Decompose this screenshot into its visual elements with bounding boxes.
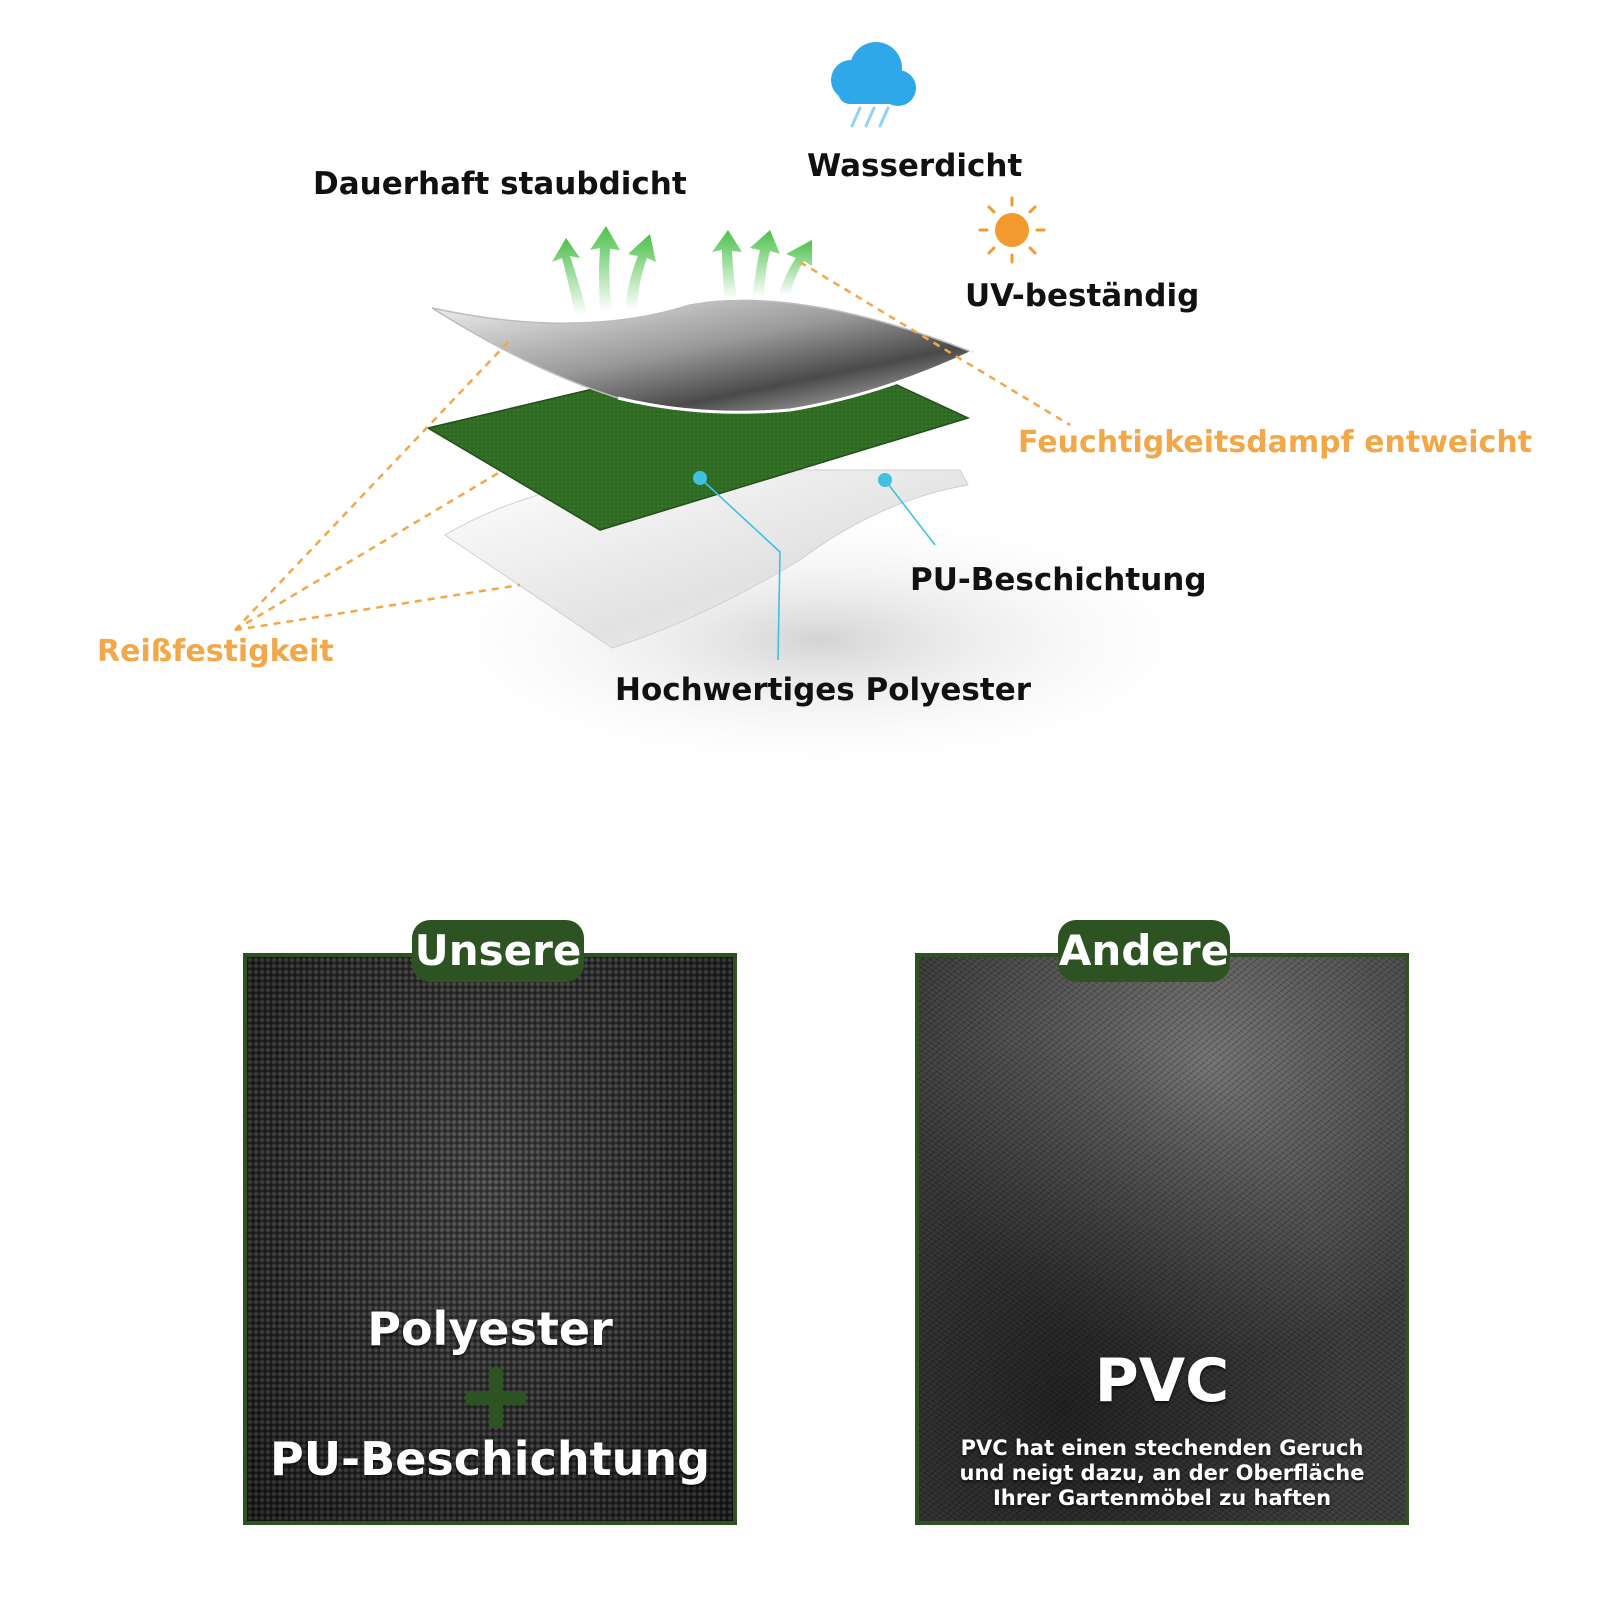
vapor-label: Feuchtigkeitsdampf entweicht <box>1018 425 1533 460</box>
up-arrow-icon <box>552 226 812 315</box>
tear-strength-leaders <box>234 339 521 632</box>
our-fabric-badge: Unsere <box>412 920 584 982</box>
plus-icon <box>466 1368 526 1428</box>
our-fabric-line1: Polyester <box>367 1302 613 1356</box>
tear-strength-label: Reißfestigkeit <box>97 634 334 669</box>
waterproof-label: Wasserdicht <box>807 148 1023 184</box>
other-fabric-panel <box>915 953 1409 1525</box>
uv-resistant-label: UV-beständig <box>965 278 1200 314</box>
other-fabric-description: PVC hat einen stechenden Geruch und neig… <box>959 1436 1365 1510</box>
other-fabric-title: PVC <box>1094 1346 1230 1416</box>
our-fabric-line2: PU-Beschichtung <box>269 1432 710 1486</box>
polyester-pointer <box>693 471 781 661</box>
pu-coating-pointer <box>878 473 936 546</box>
pu-coating-label: PU-Beschichtung <box>910 562 1207 598</box>
sun-icon <box>978 196 1046 264</box>
other-fabric-badge: Andere <box>1058 920 1230 982</box>
polyester-label: Hochwertiges Polyester <box>615 672 1032 708</box>
vapor-leader <box>799 260 1071 427</box>
fabric-layer-diagram <box>234 42 1240 780</box>
rain-cloud-icon <box>831 42 916 128</box>
dustproof-label: Dauerhaft staubdicht <box>313 166 687 202</box>
